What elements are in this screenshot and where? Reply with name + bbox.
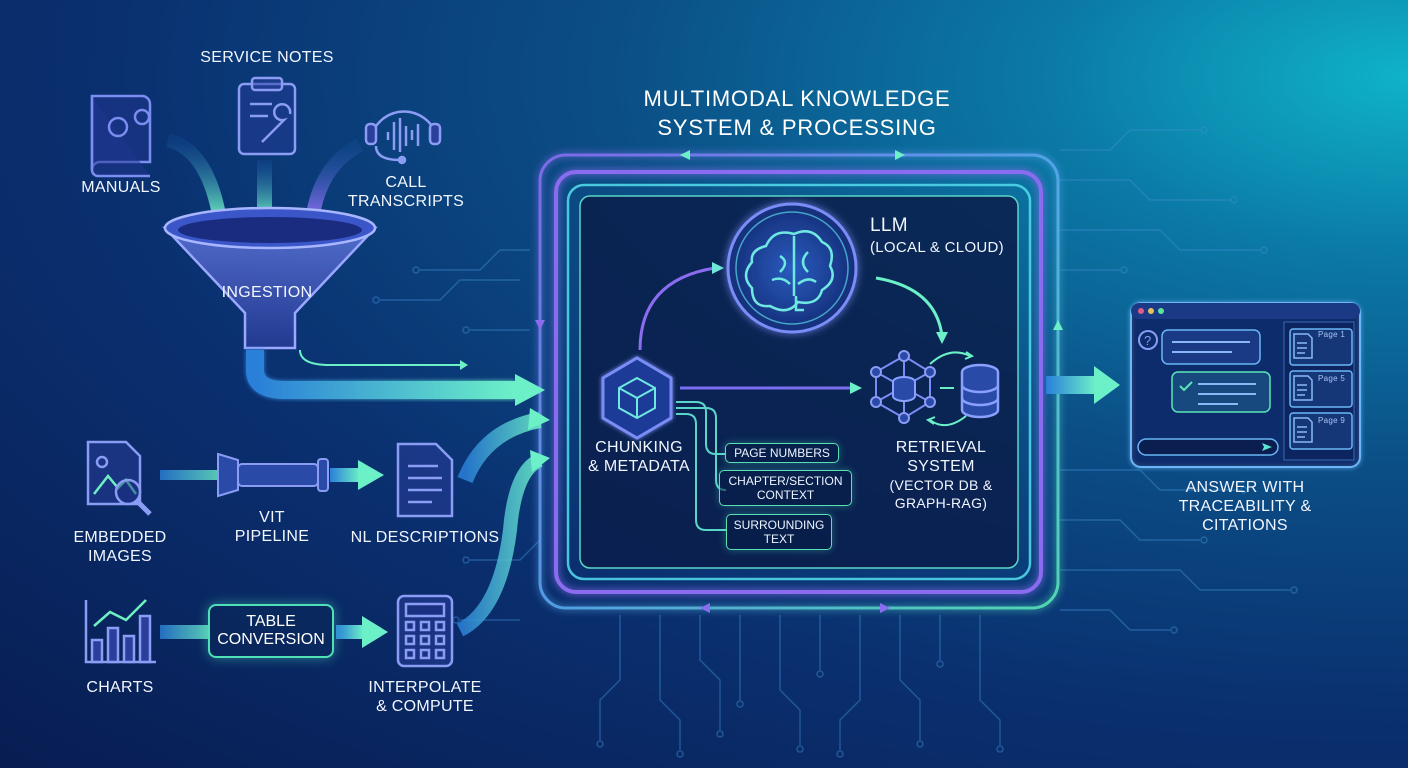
retrieval-line-3: (VECTOR DB & [889, 477, 993, 493]
svg-text:?: ? [1144, 333, 1151, 348]
vit-pipeline-label: VIT PIPELINE [235, 508, 309, 546]
document-icon [396, 442, 454, 518]
cube-hexagon-icon [601, 356, 673, 440]
ingestion-outflow-arrow [246, 349, 545, 406]
diagram-title: MULTIMODAL KNOWLEDGE SYSTEM & PROCESSING [644, 84, 951, 142]
compute-to-core-arrow [456, 453, 544, 637]
llm-line-2: (LOCAL & CLOUD) [870, 239, 1004, 256]
call-transcripts-line-2: TRANSCRIPTS [347, 193, 465, 210]
surrounding-line-1: SURROUNDING [733, 518, 825, 532]
output-arrow [1046, 366, 1120, 404]
circuit-traces [372, 126, 1298, 758]
retrieval-network-icon [870, 350, 936, 424]
page-numbers-tag: PAGE NUMBERS [725, 443, 839, 463]
answer-line-3: CITATIONS [1202, 517, 1288, 534]
llm-line-1: LLM [870, 215, 908, 236]
citation-page-2: Page 5 [1318, 374, 1346, 383]
table-conversion-box: TABLE CONVERSION [208, 604, 334, 658]
sync-arrows [925, 351, 975, 427]
title-line-1: MULTIMODAL KNOWLEDGE [643, 86, 951, 111]
clipboard-wrench-icon [237, 76, 297, 156]
chunking-line-1: CHUNKING [595, 439, 683, 456]
citation-page-3: Page 9 [1318, 416, 1346, 425]
llm-label: LLM (LOCAL & CLOUD) [870, 214, 1004, 257]
retrieval-line-1: RETRIEVAL [895, 439, 987, 456]
chapter-line-2: CONTEXT [756, 488, 815, 502]
table-conversion-arrows [160, 616, 388, 648]
charts-label: CHARTS [86, 679, 154, 696]
table-conversion-line-2: CONVERSION [217, 631, 325, 648]
service-notes-label: SERVICE NOTES [200, 49, 334, 66]
brain-icon [726, 202, 858, 334]
manuals-label: MANUALS [81, 179, 161, 196]
retrieval-line-2: SYSTEM [907, 458, 975, 475]
interpolate-line-2: & COMPUTE [376, 698, 474, 715]
call-transcripts-label: CALL TRANSCRIPTS [348, 173, 464, 211]
vit-line-1: VIT [259, 509, 285, 526]
chat-window: ? [1130, 302, 1361, 468]
title-line-2: SYSTEM & PROCESSING [657, 115, 937, 140]
llm-flow-arrows [638, 262, 948, 351]
answer-label: ANSWER WITH TRACEABILITY & CITATIONS [1179, 478, 1312, 535]
image-search-icon [86, 440, 152, 516]
vit-pipeline-arrow [160, 452, 384, 498]
surrounding-text-tag: SURROUNDING TEXT [726, 514, 832, 550]
interpolate-compute-label: INTERPOLATE & COMPUTE [368, 678, 481, 716]
surrounding-line-2: TEXT [763, 532, 795, 546]
retrieval-system-label: RETRIEVAL SYSTEM (VECTOR DB & GRAPH-RAG) [890, 438, 993, 512]
bar-chart-icon [84, 599, 156, 664]
embedded-images-label: EMBEDDED IMAGES [73, 528, 166, 566]
ingestion-label: INGESTION [221, 284, 313, 301]
chunking-label: CHUNKING & METADATA [588, 438, 690, 476]
retrieval-line-4: GRAPH-RAG) [894, 495, 988, 511]
embedded-images-line-2: IMAGES [87, 548, 153, 565]
ingestion-funnel-icon [162, 206, 378, 350]
vit-line-2: PIPELINE [234, 528, 310, 545]
chapter-section-tag: CHAPTER/SECTION CONTEXT [719, 470, 852, 506]
answer-line-1: ANSWER WITH [1185, 479, 1305, 496]
chapter-line-1: CHAPTER/SECTION [728, 474, 843, 488]
citation-page-1: Page 1 [1318, 330, 1346, 339]
database-icon [960, 363, 1000, 419]
chunking-line-2: & METADATA [588, 458, 690, 475]
table-conversion-line-1: TABLE [246, 613, 296, 630]
nl-descriptions-label: NL DESCRIPTIONS [350, 529, 500, 546]
calculator-icon [396, 594, 454, 668]
manual-book-icon [90, 94, 152, 178]
embedded-images-line-1: EMBEDDED [73, 529, 167, 546]
headset-icon [364, 110, 442, 165]
interpolate-line-1: INTERPOLATE [368, 679, 482, 696]
call-transcripts-line-1: CALL [385, 174, 427, 191]
answer-line-2: TRACEABILITY & [1178, 498, 1312, 515]
